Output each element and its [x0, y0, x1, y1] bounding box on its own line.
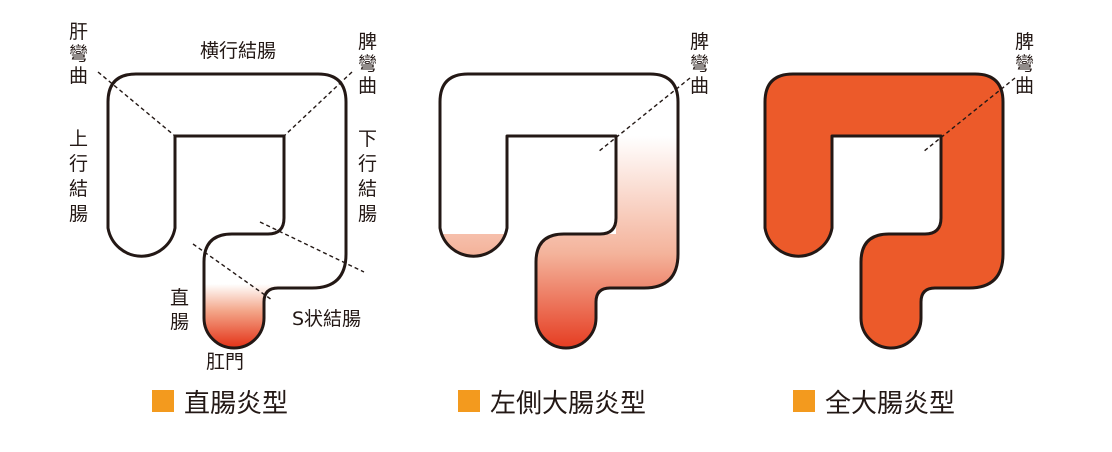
panel-proctitis: 肝彎曲 横行結腸 脾彎曲 上行結腸 下行結腸 直腸 S状結腸 肛門 直腸炎型	[69, 21, 377, 419]
splenic-flexure-leader	[597, 77, 691, 153]
legend-square	[458, 390, 480, 412]
label-rectum: 直腸	[170, 287, 189, 333]
label-splenic-flexure: 脾彎曲	[690, 31, 709, 97]
legend-square	[793, 390, 815, 412]
label-hepatic-flexure: 肝彎曲	[69, 21, 88, 87]
caption-proctitis: 直腸炎型	[184, 389, 288, 419]
label-anus: 肛門	[206, 351, 244, 373]
label-ascending-colon: 上行結腸	[69, 128, 88, 225]
label-splenic-flexure: 脾彎曲	[358, 31, 377, 97]
panel-pancolitis: 脾彎曲 全大腸炎型	[763, 31, 1034, 419]
panel-left-sided-colitis: 脾彎曲 左側大腸炎型	[438, 31, 709, 419]
caption-left-sided-colitis: 左側大腸炎型	[490, 389, 646, 419]
label-descending-colon: 下行結腸	[358, 128, 377, 225]
boundary-lines	[97, 71, 365, 301]
splenic-flexure-leader	[922, 77, 1016, 153]
caption-pancolitis: 全大腸炎型	[825, 389, 955, 419]
label-splenic-flexure: 脾彎曲	[1015, 31, 1034, 97]
legend-square	[152, 390, 174, 412]
colon-fully-inflamed	[763, 72, 1005, 350]
label-transverse-colon: 横行結腸	[200, 40, 276, 62]
label-sigmoid-colon: S状結腸	[292, 308, 361, 330]
